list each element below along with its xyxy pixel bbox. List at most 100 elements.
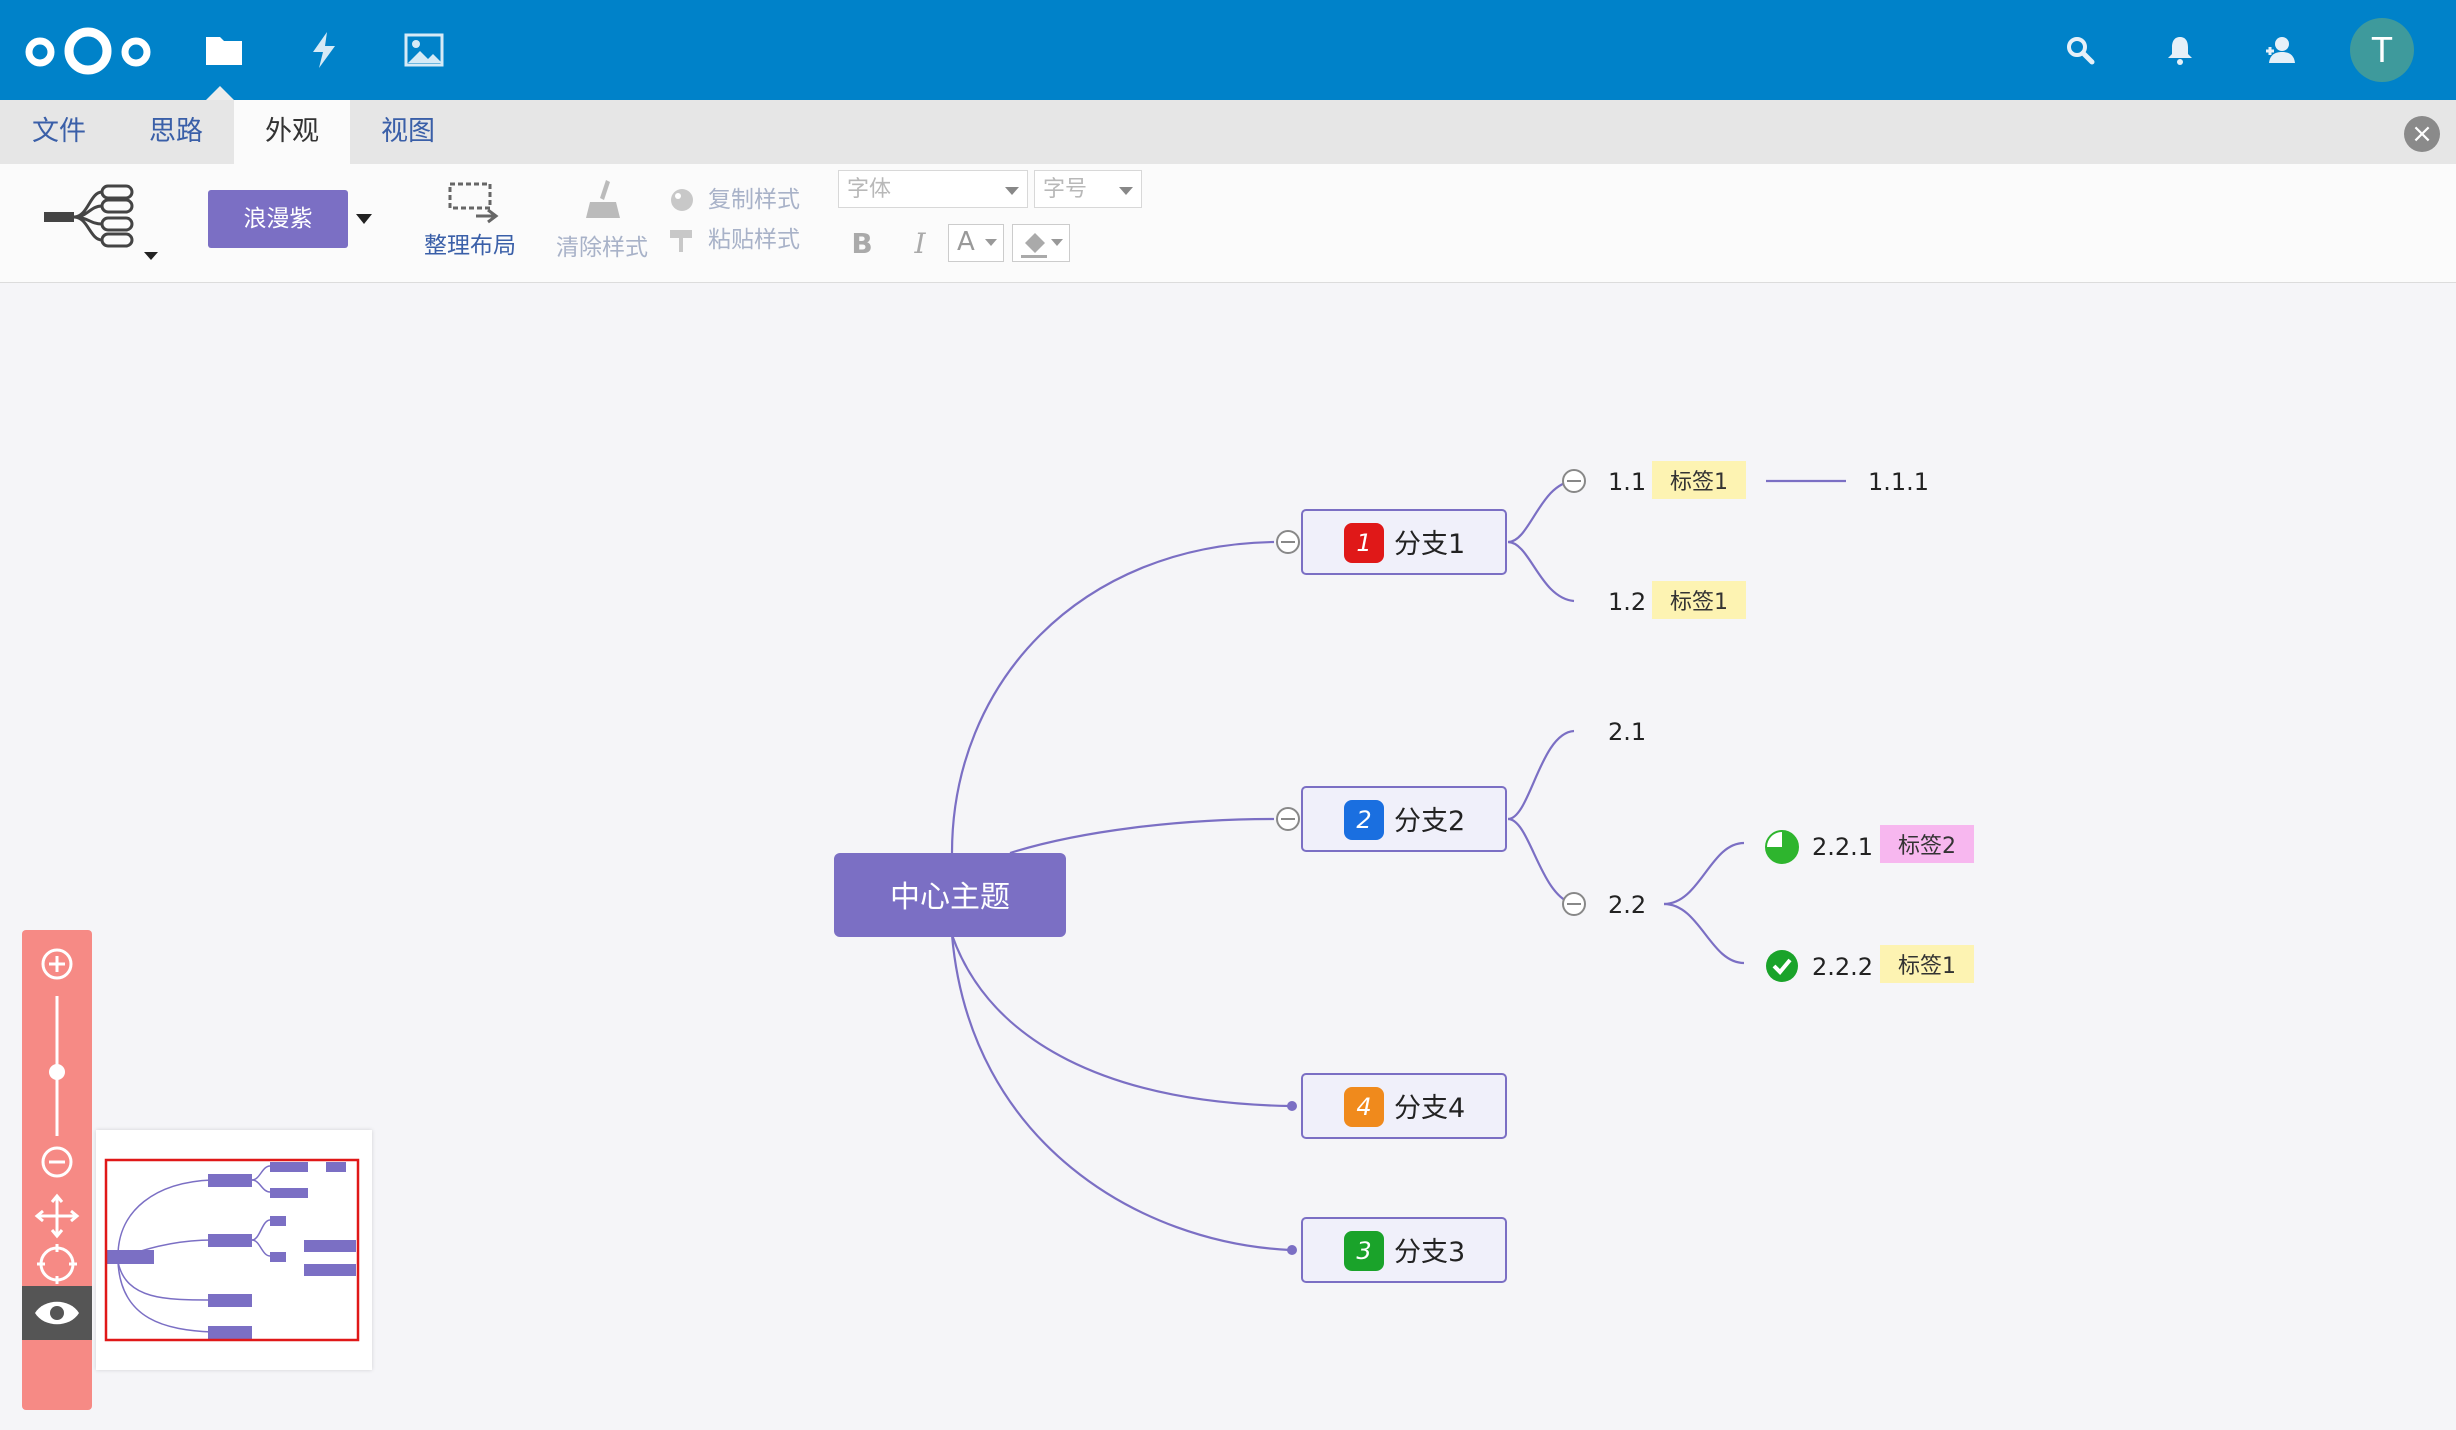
node-1-1-1[interactable]: 1.1.1 bbox=[1868, 468, 1929, 496]
node-2-2-2-label: 2.2.2 bbox=[1812, 953, 1873, 981]
node-2-1[interactable]: 2.1 bbox=[1608, 718, 1646, 746]
eye-icon bbox=[35, 1301, 79, 1325]
clear-style-button[interactable]: 清除样式 bbox=[556, 235, 648, 261]
priority-3-label: 3 bbox=[1356, 1237, 1371, 1265]
node-2-2-2-tag: 标签1 bbox=[1898, 954, 1956, 979]
bell-icon[interactable] bbox=[2160, 30, 2200, 70]
priority-4-label: 4 bbox=[1356, 1093, 1371, 1121]
node-1-2-label: 1.2 bbox=[1608, 588, 1646, 616]
background-color-button[interactable] bbox=[1012, 224, 1070, 262]
zoom-slider-handle[interactable] bbox=[49, 1064, 65, 1080]
mindmap-canvas[interactable]: 中心主题 1 分支1 2 分支2 4 分支4 3 分支3 bbox=[0, 283, 2456, 1430]
minimap-svg bbox=[104, 1158, 360, 1342]
tag-badge bbox=[1880, 945, 1974, 983]
node-2-2[interactable]: 2.2 bbox=[1608, 891, 1646, 919]
branch-2[interactable]: 2 分支2 bbox=[1301, 786, 1507, 852]
chevron-down-icon bbox=[985, 239, 997, 246]
theme-dropdown-icon[interactable] bbox=[356, 214, 372, 224]
theme-button[interactable]: 浪漫紫 bbox=[208, 190, 348, 248]
branch-4[interactable]: 4 分支4 bbox=[1301, 1073, 1507, 1139]
chevron-down-icon bbox=[1051, 239, 1063, 246]
connector-branch1-12 bbox=[1507, 540, 1575, 603]
node-2-2-1[interactable]: 2.2.1 标签2 bbox=[1765, 825, 1974, 864]
chevron-down-icon bbox=[1005, 187, 1019, 195]
priority-1-icon bbox=[1344, 523, 1384, 563]
node-2-2-1-label: 2.2.1 bbox=[1812, 833, 1873, 861]
zoom-out-icon[interactable] bbox=[41, 1146, 73, 1178]
connector-root-branch1 bbox=[950, 540, 1275, 854]
bold-button[interactable]: B bbox=[851, 227, 873, 260]
zoom-in-icon[interactable] bbox=[41, 948, 73, 980]
node-2-2-2[interactable]: 2.2.2 标签1 bbox=[1766, 945, 1974, 983]
priority-2-label: 2 bbox=[1356, 806, 1371, 834]
font-size-select[interactable]: 字号 bbox=[1034, 170, 1142, 208]
branch-3[interactable]: 3 分支3 bbox=[1301, 1217, 1507, 1283]
font-color-label: A bbox=[957, 227, 975, 257]
paint-roller-icon bbox=[668, 226, 696, 254]
activity-icon[interactable] bbox=[300, 26, 348, 74]
node-1-2[interactable]: 1.2 标签1 bbox=[1608, 581, 1746, 619]
chevron-down-icon bbox=[1119, 187, 1133, 195]
paste-style-button[interactable]: 粘贴样式 bbox=[708, 227, 800, 253]
mindmap-svg: 中心主题 1 分支1 2 分支2 4 分支4 3 分支3 bbox=[834, 461, 1974, 1283]
italic-button[interactable]: I bbox=[914, 227, 926, 260]
viewport-indicator[interactable] bbox=[104, 1158, 360, 1342]
priority-2-icon bbox=[1344, 800, 1384, 840]
palette-icon bbox=[668, 186, 696, 214]
node-1-1-tag: 标签1 bbox=[1670, 470, 1728, 495]
root-topic[interactable]: 中心主题 bbox=[834, 853, 1066, 937]
tab-file[interactable]: 文件 bbox=[32, 116, 86, 147]
connector-root-branch2 bbox=[1009, 817, 1275, 855]
connector-dot bbox=[1287, 1101, 1297, 1111]
collapse-toggle-branch1[interactable] bbox=[1276, 530, 1300, 554]
move-icon[interactable] bbox=[34, 1193, 80, 1239]
node-1-1[interactable]: 1.1 标签1 bbox=[1608, 461, 1746, 499]
branch-1-label: 分支1 bbox=[1394, 529, 1465, 560]
minimap-navigator[interactable] bbox=[96, 1130, 372, 1370]
nextcloud-logo[interactable] bbox=[24, 24, 152, 78]
collapse-toggle-11[interactable] bbox=[1562, 469, 1586, 493]
center-icon[interactable] bbox=[37, 1244, 77, 1284]
zoom-panel bbox=[22, 930, 92, 1410]
tag-badge bbox=[1652, 461, 1746, 499]
collapse-toggle-22[interactable] bbox=[1562, 892, 1586, 916]
tab-bar: 文件 思路 外观 视图 bbox=[0, 100, 2456, 164]
font-family-select[interactable]: 字体 bbox=[838, 170, 1028, 208]
tab-ideas[interactable]: 思路 bbox=[149, 116, 203, 147]
tag-badge bbox=[1652, 581, 1746, 619]
tab-appearance[interactable]: 外观 bbox=[234, 100, 350, 164]
branch-3-label: 分支3 bbox=[1394, 1237, 1465, 1268]
broom-icon bbox=[582, 178, 626, 222]
copy-style-button[interactable]: 复制样式 bbox=[708, 187, 800, 213]
connector-branch2-22 bbox=[1507, 817, 1575, 906]
close-button[interactable]: × bbox=[2404, 116, 2440, 152]
tag-badge bbox=[1880, 825, 1974, 863]
paint-bucket-icon bbox=[1021, 233, 1047, 258]
avatar[interactable]: T bbox=[2350, 18, 2414, 82]
active-app-indicator bbox=[206, 86, 234, 100]
branch-2-label: 分支2 bbox=[1394, 806, 1465, 837]
arrange-layout-icon bbox=[446, 180, 502, 226]
node-1-1-1-label: 1.1.1 bbox=[1868, 468, 1929, 496]
node-2-2-1-tag: 标签2 bbox=[1898, 834, 1956, 859]
mindmap-template-icon bbox=[44, 184, 158, 260]
contacts-icon[interactable] bbox=[2260, 30, 2300, 70]
node-2-1-label: 2.1 bbox=[1608, 718, 1646, 746]
root-topic-label: 中心主题 bbox=[890, 880, 1010, 915]
branch-4-label: 分支4 bbox=[1394, 1093, 1465, 1124]
connector-22-222 bbox=[1663, 902, 1745, 965]
search-icon[interactable] bbox=[2060, 30, 2100, 70]
tab-view[interactable]: 视图 bbox=[381, 116, 435, 147]
template-selector[interactable] bbox=[40, 178, 160, 264]
connector-branch1-11 bbox=[1507, 479, 1575, 544]
files-icon[interactable] bbox=[200, 26, 248, 74]
connector-22-221 bbox=[1663, 841, 1745, 906]
check-icon bbox=[1766, 950, 1798, 982]
connector-dot bbox=[1287, 1245, 1297, 1255]
priority-3-icon bbox=[1344, 1231, 1384, 1271]
arrange-layout-button[interactable]: 整理布局 bbox=[424, 233, 516, 259]
gallery-icon[interactable] bbox=[400, 26, 448, 74]
font-color-button[interactable]: A bbox=[948, 224, 1004, 262]
branch-1[interactable]: 1 分支1 bbox=[1301, 509, 1507, 575]
collapse-toggle-branch2[interactable] bbox=[1276, 807, 1300, 831]
